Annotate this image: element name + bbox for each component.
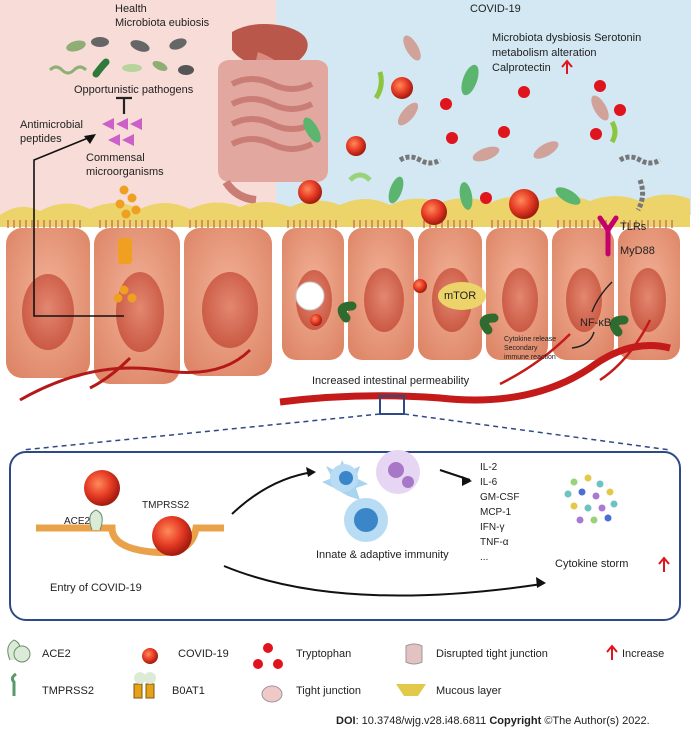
zoom-lines	[21, 413, 671, 451]
legend-mucous: Mucous layer	[436, 685, 502, 697]
cytokine-item: IFN-γ	[480, 522, 505, 533]
legend-increase: Increase	[622, 648, 665, 660]
copyright-value: ©The Author(s) 2022.	[541, 715, 650, 727]
cytokine-list: IL-2 IL-6 GM-CSF MCP-1 IFN-γ TNF-α ...	[480, 460, 519, 565]
myd88-label: MyD88	[620, 245, 655, 257]
copyright-label: Copyright	[489, 715, 542, 727]
health-bacteria	[48, 37, 194, 78]
commensal-label-line1: Commensal	[86, 152, 145, 164]
commensal-label-line2: microorganisms	[86, 166, 164, 178]
eubiosis-label: Microbiota eubiosis	[115, 17, 210, 29]
doi-value: : 10.3748/wjg.v28.i48.6811	[355, 715, 487, 727]
amp-label-line1: Antimicrobial	[20, 119, 83, 131]
cytokine-release-line1: Cytokine release	[504, 336, 557, 343]
covid-viruses	[298, 77, 539, 326]
vacuole	[295, 281, 325, 311]
b0at1-dimer-3	[609, 315, 629, 337]
myd88-arrow	[591, 281, 613, 313]
cytokine-release-line2: Secondary	[504, 345, 538, 352]
ace2-receptor	[89, 509, 103, 531]
arrow-to-immunity	[231, 471, 315, 515]
nfkb-label: NF-κB	[580, 317, 612, 329]
storm-increase-arrow	[658, 556, 670, 572]
covid-title: COVID-19	[470, 3, 521, 15]
legend-tight-junction: Tight junction	[296, 685, 362, 697]
blood-vessel-branch	[499, 319, 652, 386]
b0at1-dimer	[337, 301, 357, 323]
legend-covid19: COVID-19	[178, 648, 229, 660]
mtor-blob	[438, 282, 486, 310]
cytokine-item: GM-CSF	[480, 492, 520, 503]
amp-feedback-arrow	[33, 137, 124, 317]
arrow-head-cytokines	[462, 476, 472, 486]
opportunistic-label: Opportunistic pathogens	[74, 84, 194, 96]
cytokine-arrow	[571, 331, 595, 349]
entry-label: Entry of COVID-19	[50, 582, 142, 594]
detail-viruses	[84, 470, 192, 556]
arrow-head-immunity	[306, 467, 316, 477]
calprotectin-increase-arrow	[561, 59, 573, 74]
dysbiosis-label-line2: metabolism alteration	[492, 47, 597, 59]
amp-label-line2: peptides	[20, 133, 62, 145]
blood-vessel-left	[19, 348, 252, 402]
calprotectin-label: Calprotectin	[492, 62, 551, 74]
mtor-label: mTOR	[444, 290, 477, 302]
cell-membrane	[36, 524, 224, 556]
tlrs-label: TLRs	[620, 221, 647, 233]
immune-cells	[322, 450, 420, 542]
cytokine-item: IL-6	[480, 477, 498, 488]
b0at1-dimer-2	[479, 313, 499, 335]
tryptophan-dots	[440, 80, 626, 204]
cytokine-storm-dots	[564, 474, 618, 524]
legend-icons	[7, 639, 618, 703]
dysbiosis-label-line1: Microbiota dysbiosis Serotonin	[492, 32, 642, 44]
legend-tmprss2: TMPRSS2	[42, 685, 94, 697]
cytokine-item: MCP-1	[480, 507, 512, 518]
zoom-box	[379, 395, 405, 415]
immunity-label: Innate & adaptive immunity	[316, 549, 449, 561]
legend-b0at1: B0AT1	[172, 685, 205, 697]
blood-vessel-main	[279, 342, 671, 406]
cytokine-item: IL-2	[480, 462, 498, 473]
arrow-head-storm	[536, 577, 546, 588]
epithelial-cells	[6, 220, 680, 384]
citation-footer: DOI: 10.3748/wjg.v28.i48.6811 Copyright …	[336, 715, 650, 727]
detail-ace2-label: ACE2	[64, 516, 91, 527]
detail-frame	[9, 451, 681, 621]
tlr-receptor	[597, 215, 619, 257]
cytokine-item: TNF-α	[480, 537, 509, 548]
cytokine-release-line3: immune reaction	[504, 354, 556, 361]
health-title: Health	[115, 3, 147, 15]
cytokine-item: ...	[480, 552, 489, 563]
intestine-illustration	[218, 24, 328, 204]
detail-tmprss2-label: TMPRSS2	[142, 500, 190, 511]
cytokine-storm-label: Cytokine storm	[555, 558, 629, 570]
legend-disrupted-tj: Disrupted tight junction	[436, 648, 548, 660]
amp-arrow-head	[84, 134, 96, 144]
covid-bacteria	[303, 35, 662, 212]
arrow-to-storm	[223, 565, 543, 597]
nutrient-transport	[113, 185, 141, 303]
legend-ace2: ACE2	[42, 648, 71, 660]
antimicrobial-peptides	[102, 118, 142, 146]
legend-tryptophan: Tryptophan	[296, 648, 352, 660]
doi-label: DOI	[336, 715, 356, 727]
inhibition-symbol	[116, 96, 132, 114]
permeability-label: Increased intestinal permeability	[312, 375, 470, 387]
